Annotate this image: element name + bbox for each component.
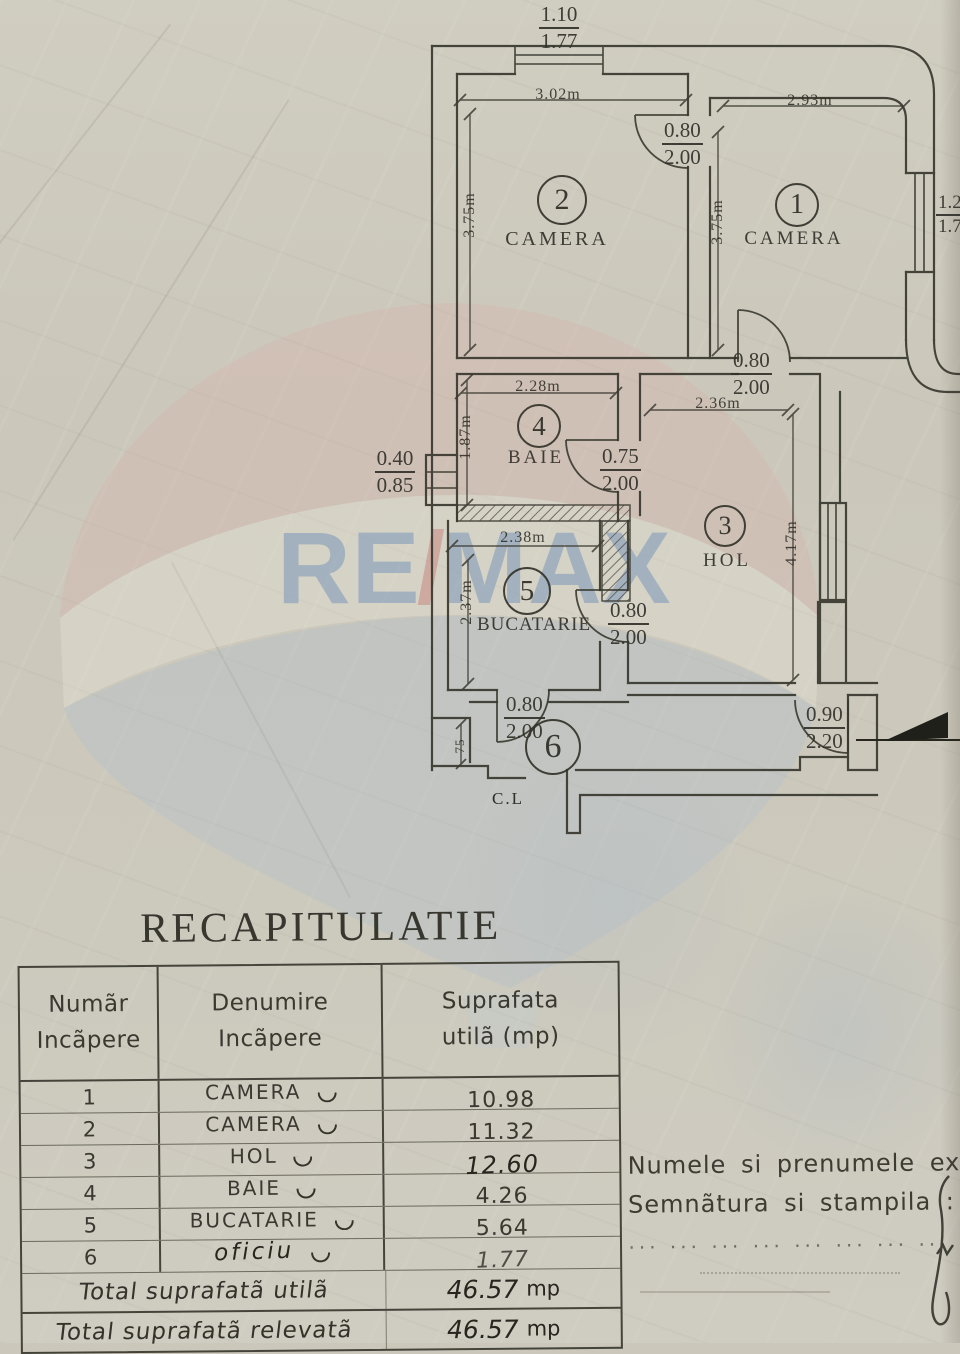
recap-title: RECAPITULATIE [140,902,502,952]
cell-name: oficiu [160,1237,386,1272]
cell-name: BAIE [160,1174,385,1208]
table-row: 3 HOL 12.60 [21,1140,620,1180]
cell-name: CAMERA [159,1078,384,1112]
check-mark-icon [317,1091,337,1102]
check-mark-icon [334,1219,354,1230]
table-row: 6 oficiu 1.77 [21,1236,621,1275]
cell-num: 6 [21,1240,162,1274]
table-row: 2 CAMERA 11.32 [20,1108,620,1147]
executant-name-line: Numele si prenumele execut [627,1148,960,1180]
check-mark-icon [296,1187,317,1199]
cell-name: HOL [160,1142,385,1176]
cell-area: 12.60 [464,1149,540,1180]
cell-area: 1.77 [475,1246,530,1274]
table-row: 4 BAIE 4.26 [21,1172,620,1211]
cell-name: CAMERA [159,1110,385,1144]
executant-signature-block: Numele si prenumele execut Semnãtura si … [627,1148,960,1253]
cell-area: 5.64 [475,1215,529,1242]
cell-area: 10.98 [467,1087,536,1114]
check-mark-icon [293,1155,313,1167]
cell-num: 4 [21,1176,161,1210]
cell-area: 11.32 [467,1119,536,1146]
cell-num: 3 [21,1144,161,1178]
check-mark-icon [317,1123,337,1134]
table-row: 1 CAMERA 10.98 [20,1076,619,1115]
total-relevata-label: Total suprafatã relevatã [54,1317,355,1346]
cell-num: 2 [20,1112,161,1146]
signature-stamp-line: Semnãtura si stampila : [627,1187,956,1219]
table-row: 5 BUCATARIE 5.64 [21,1204,620,1243]
total-utila-label: Total suprafatã utilã [77,1277,331,1306]
cell-name: BUCATARIE [160,1206,385,1240]
cell-num: 5 [21,1208,161,1242]
dotted-fill-line: ... ... ... ... ... ... ... ... [628,1226,950,1254]
cell-num: 1 [20,1080,160,1114]
check-mark-icon [310,1251,330,1262]
